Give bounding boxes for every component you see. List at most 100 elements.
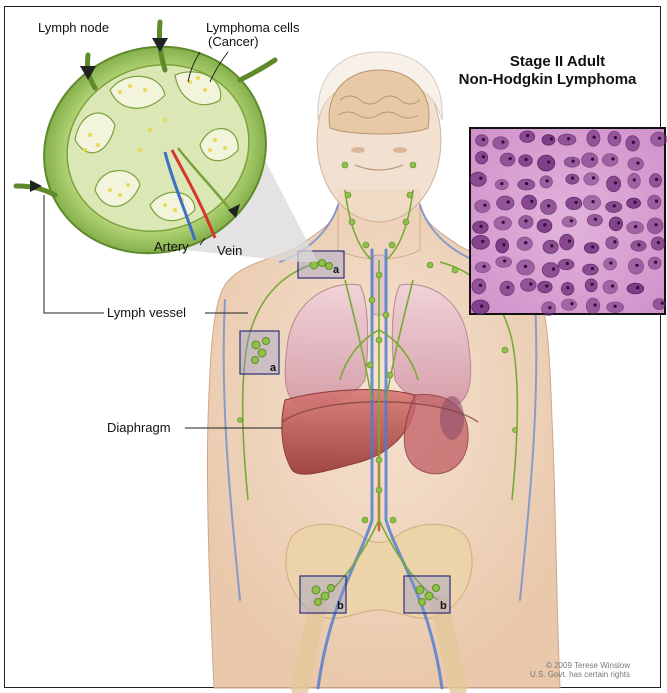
cell-nucleolus [636, 286, 639, 289]
cell-nucleus [493, 137, 509, 149]
cell-nucleus [562, 217, 576, 227]
cell-nucleolus [594, 218, 597, 221]
cell-nucleolus [634, 201, 637, 204]
copyright-line1: © 2009 Terese Winslow [500, 661, 630, 670]
label-lymph-node: Lymph node [38, 21, 109, 35]
cell-nucleus [584, 173, 599, 185]
cell-nucleolus [545, 284, 548, 287]
cell-nucleus [522, 195, 537, 209]
cell-nucleolus [524, 265, 527, 268]
cell-nucleus [496, 239, 509, 253]
cell-nucleus [470, 172, 486, 186]
cell-nucleolus [524, 158, 527, 161]
cell-nucleolus [614, 305, 617, 308]
cell-nucleolus [635, 264, 638, 267]
cell-nucleus [542, 302, 556, 316]
label-lymphoma-cells: Lymphoma cells [206, 21, 299, 35]
region-marker-groin-left: b [337, 600, 344, 612]
cell-nucleolus [480, 305, 483, 308]
cell-nucleus [497, 196, 514, 210]
cell-nucleolus [566, 262, 569, 265]
cell-nucleus [627, 198, 641, 208]
cell-nucleolus [550, 244, 553, 247]
cell-nucleus [475, 262, 490, 273]
cell-nucleus [476, 135, 489, 146]
cell-nucleus [472, 235, 490, 249]
cell-nucleolus [655, 223, 658, 226]
label-artery: Artery [154, 240, 189, 254]
cell-nucleus [566, 197, 582, 209]
cell-nucleolus [593, 136, 596, 139]
cell-nucleolus [567, 137, 570, 140]
figure-title-line2: Non-Hodgkin Lymphoma [440, 72, 655, 88]
cell-nucleus [560, 234, 574, 250]
cell-nucleolus [503, 259, 506, 262]
cell-nucleolus [632, 141, 635, 144]
cell-nucleus [627, 283, 644, 294]
cell-nucleolus [637, 243, 640, 246]
cell-nucleolus [575, 201, 578, 204]
cell-nucleolus [571, 177, 574, 180]
cell-nucleolus [506, 286, 509, 289]
cell-nucleolus [591, 245, 594, 248]
cell-nucleolus [654, 261, 657, 264]
cell-nucleolus [614, 136, 617, 139]
cell-nucleolus [482, 155, 485, 158]
cell-nucleolus [658, 137, 661, 140]
cell-nucleolus [614, 181, 617, 184]
label-lymphoma-cells-cancer: (Cancer) [208, 35, 259, 49]
label-diaphragm: Diaphragm [107, 421, 171, 435]
cell-nucleus [561, 299, 576, 310]
cell-nucleolus [613, 240, 616, 243]
cell-nucleolus [547, 161, 550, 164]
cell-nucleolus [592, 200, 595, 203]
cell-nucleus [542, 135, 555, 145]
cell-nucleolus [479, 225, 482, 228]
cell-nucleolus [543, 223, 546, 226]
cell-nucleolus [502, 243, 505, 246]
cell-nucleolus [529, 282, 532, 285]
cell-nucleolus [500, 182, 503, 185]
cell-nucleolus [552, 267, 555, 270]
cell-nucleolus [570, 302, 573, 305]
cell-nucleus [500, 153, 515, 166]
cell-nucleus [558, 134, 576, 145]
cell-nucleolus [507, 200, 510, 203]
label-vein: Vein [217, 244, 242, 258]
cell-nucleolus [483, 204, 486, 207]
cell-nucleus [602, 154, 618, 167]
cell-nucleus [603, 280, 618, 293]
cell-nucleus [542, 263, 559, 278]
cell-nucleolus [524, 241, 527, 244]
cell-nucleolus [655, 178, 658, 181]
cell-nucleolus [568, 240, 571, 243]
cell-nucleolus [479, 284, 482, 287]
cell-nucleolus [530, 200, 533, 203]
region-marker-neck: a [333, 264, 339, 276]
cell-nucleolus [591, 267, 594, 270]
cell-nucleolus [509, 157, 512, 160]
cell-nucleus [475, 200, 490, 213]
cell-nucleus [472, 300, 489, 314]
cell-nucleolus [525, 182, 528, 185]
cell-nucleolus [550, 137, 553, 140]
cell-nucleolus [482, 138, 485, 141]
cell-nucleus [586, 298, 599, 314]
cell-nucleus [653, 299, 665, 310]
cell-nucleolus [591, 158, 594, 161]
cell-nucleolus [566, 286, 569, 289]
cell-nucleolus [609, 261, 612, 264]
cell-nucleolus [591, 283, 594, 286]
cell-nucleus [521, 279, 537, 292]
figure-title-line1: Stage II Adult [470, 54, 645, 70]
cell-nucleolus [502, 221, 505, 224]
cell-nucleus [476, 152, 488, 164]
cell-nucleolus [636, 161, 639, 164]
cell-nucleolus [481, 240, 484, 243]
cell-nucleus [628, 158, 644, 171]
cell-nucleolus [570, 219, 573, 222]
cell-nucleus [582, 153, 598, 167]
cell-nucleolus [524, 219, 527, 222]
cell-nucleolus [592, 176, 595, 179]
copyright-line2: U.S. Govt. has certain rights [500, 670, 630, 679]
